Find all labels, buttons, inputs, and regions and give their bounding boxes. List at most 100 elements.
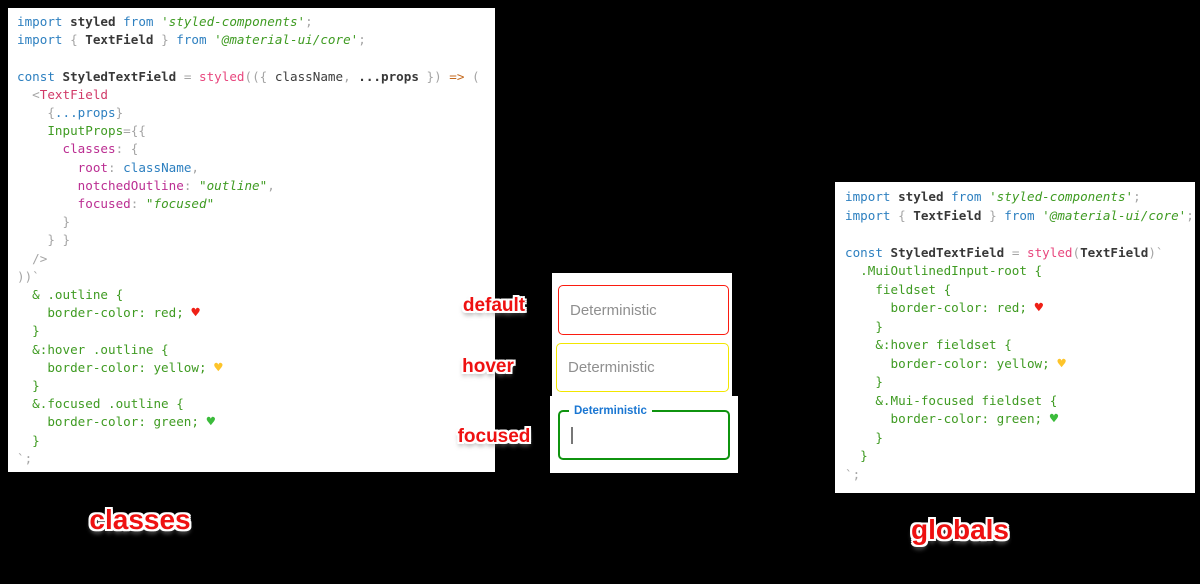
code-line: } } (17, 231, 495, 249)
heart-yellow-icon: ♥ (214, 359, 223, 376)
code-line: &.Mui-focused fieldset { (845, 392, 1195, 411)
code-token: notchedOutline (17, 177, 184, 193)
code-token: { (70, 32, 86, 48)
code-line: import { TextField } from '@material-ui/… (845, 207, 1195, 226)
code-token: InputProps (17, 123, 124, 139)
textfield-screenshot-panel-top: Deterministic Deterministic (552, 273, 732, 396)
code-token: } (17, 378, 40, 394)
code-token: border-color: red; (17, 305, 192, 321)
code-token: className (123, 159, 192, 175)
code-line: } (845, 318, 1195, 337)
caption-classes: classes (89, 504, 191, 535)
code-line: &:hover fieldset { (845, 336, 1195, 355)
textfield-hover[interactable]: Deterministic (556, 343, 729, 392)
code-line: &:hover .outline { (17, 341, 495, 359)
code-line: } (17, 213, 495, 231)
code-line: classes: { (17, 140, 495, 158)
code-token: ; (305, 14, 313, 29)
code-line: `; (17, 450, 495, 468)
code-token: } (845, 448, 868, 463)
code-token: border-color: red; (845, 300, 1035, 315)
code-token: { (17, 105, 55, 121)
code-token: import (17, 32, 71, 48)
code-token: { (898, 207, 914, 223)
code-line (17, 49, 495, 67)
code-token: styled (1027, 244, 1073, 260)
code-token: &.Mui-focused fieldset { (845, 392, 1058, 408)
code-line: {...props} (17, 104, 495, 122)
code-line: } (17, 432, 495, 450)
code-token: } (161, 32, 177, 48)
code-line: & .outline { (17, 286, 495, 304)
text-caret (571, 427, 573, 444)
code-token: = (183, 68, 199, 84)
code-token: < (17, 86, 40, 102)
code-token: : (183, 177, 199, 193)
code-line: } (17, 377, 495, 395)
code-token: ))` (17, 268, 40, 284)
code-token: "focused" (145, 196, 215, 212)
code-line: /> (17, 250, 495, 268)
heart-red-icon: ♥ (1034, 300, 1043, 316)
code-token: } } (17, 232, 71, 248)
code-token: from (176, 32, 215, 48)
code-line: border-color: yellow; ♥ (17, 359, 495, 377)
textfield-hover-placeholder: Deterministic (568, 359, 655, 376)
code-token: TextField (1080, 244, 1149, 260)
code-line (845, 225, 1195, 244)
code-token: import (845, 207, 899, 223)
code-token: TextField (85, 32, 162, 48)
code-token: (({ (244, 68, 275, 84)
code-line: } (845, 373, 1195, 392)
code-line: import { TextField } from '@material-ui/… (17, 31, 495, 49)
code-line: const StyledTextField = styled(TextField… (845, 244, 1195, 263)
code-token: , (343, 68, 359, 84)
code-token: '@material-ui/core' (1042, 207, 1187, 223)
code-token: focused (17, 196, 131, 212)
code-line: border-color: yellow; ♥ (845, 355, 1195, 374)
textfield-focused[interactable]: Deterministic (558, 404, 730, 460)
code-line: border-color: green; ♥ (17, 413, 495, 431)
code-line: import styled from 'styled-components'; (845, 188, 1195, 207)
code-panel-globals: import styled from 'styled-components';i… (835, 182, 1195, 493)
code-line: root: className, (17, 159, 495, 177)
code-token: , (191, 159, 200, 175)
textfield-screenshot-panel-bottom: Deterministic (550, 396, 738, 473)
code-token: &.focused .outline { (17, 396, 184, 412)
code-token: : { (115, 141, 139, 157)
code-line: <TextField (17, 86, 495, 104)
caption-globals: globals (910, 514, 1009, 545)
code-token: border-color: green; (845, 411, 1050, 426)
code-token: } (115, 105, 124, 121)
code-token: StyledTextField (890, 244, 1012, 260)
code-token: TextField (39, 86, 108, 102)
code-token: } (845, 318, 883, 334)
code-line: border-color: green; ♥ (845, 410, 1195, 429)
code-token: } (17, 432, 40, 448)
code-token: styled (199, 68, 245, 84)
code-token: 'styled-components' (161, 14, 306, 29)
code-token: } (845, 429, 883, 445)
code-token: root (17, 159, 108, 175)
code-line: border-color: red; ♥ (17, 304, 495, 322)
code-token: import (845, 189, 899, 204)
code-token: ...props (54, 105, 116, 121)
code-token: import (17, 14, 71, 29)
textfield-default-placeholder: Deterministic (570, 301, 657, 319)
heart-red-icon: ♥ (191, 305, 200, 322)
textfield-default[interactable]: Deterministic (558, 285, 729, 335)
code-token: styled (70, 14, 124, 29)
code-line: notchedOutline: "outline", (17, 177, 495, 195)
code-line: } (845, 429, 1195, 448)
code-token: className (274, 68, 344, 84)
code-token: = (1011, 244, 1027, 260)
code-token: & .outline { (17, 287, 124, 303)
code-token: ( (1072, 244, 1081, 260)
code-line: .MuiOutlinedInput-root { (845, 262, 1195, 281)
code-token: ={{ (123, 123, 146, 139)
code-panel-classes: import styled from 'styled-components'; i… (8, 8, 495, 472)
code-token: ; (1133, 189, 1141, 204)
code-token: .MuiOutlinedInput-root { (845, 263, 1043, 278)
code-line: } (17, 322, 495, 340)
